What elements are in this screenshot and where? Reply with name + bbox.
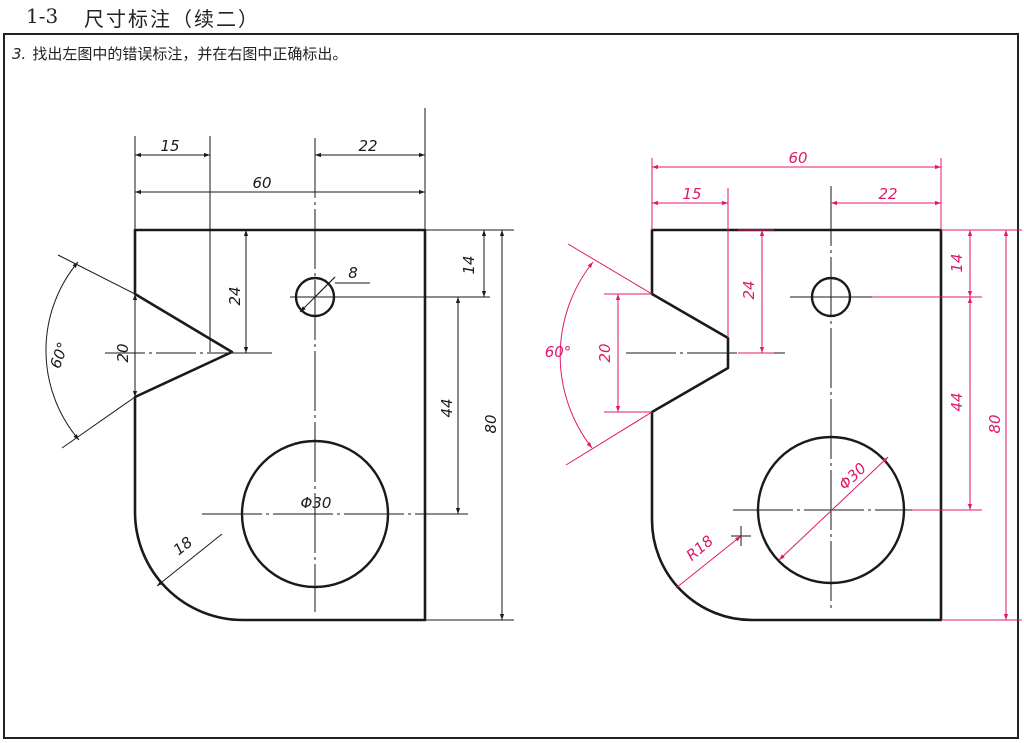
left-dim-14: 14 <box>460 255 478 274</box>
left-centerlines <box>105 138 490 612</box>
right-dim-60deg-arc <box>559 261 594 449</box>
right-dim-24: 24 <box>740 280 758 299</box>
left-dim-8: 8 <box>348 264 358 282</box>
left-dim-60: 60 <box>252 174 271 192</box>
left-dim-15: 15 <box>160 137 179 155</box>
left-dim-8-line <box>299 276 336 313</box>
left-dimension-lines <box>45 152 505 620</box>
left-dim-60deg: 60° <box>46 340 72 371</box>
question-number: 3. <box>12 45 27 63</box>
left-dim-44: 44 <box>438 398 456 417</box>
question-text: 3. 找出左图中的错误标注，并在右图中正确标出。 <box>12 43 347 64</box>
left-dim-80: 80 <box>482 414 500 433</box>
exercise-frame <box>3 33 1019 739</box>
left-outline <box>133 228 427 622</box>
left-dim-24: 24 <box>226 286 244 305</box>
left-drawing: 15 22 60 8 14 24 20 60° 44 80 Φ30 18 <box>45 108 514 622</box>
left-dim-18-line <box>156 533 223 587</box>
right-dim-60: 60 <box>788 149 807 167</box>
left-dim-60deg-arc <box>45 261 80 441</box>
left-dim-phi30: Φ30 <box>301 494 332 512</box>
right-dim-phi30-line <box>778 456 889 561</box>
right-dim-14: 14 <box>948 253 966 272</box>
right-extension-lines <box>565 158 1022 621</box>
right-dimension-texts: 60 15 22 14 24 20 60° 44 80 Φ30 R18 <box>545 149 1004 565</box>
right-drawing: 60 15 22 14 24 20 60° 44 80 Φ30 R18 <box>545 149 1022 622</box>
left-dim-18: 18 <box>170 533 196 559</box>
right-dim-60deg: 60° <box>545 343 572 361</box>
right-dim-22: 22 <box>878 185 897 203</box>
question-body: 找出左图中的错误标注，并在右图中正确标出。 <box>32 45 348 63</box>
right-dim-phi30: Φ30 <box>835 459 870 493</box>
left-extension-lines <box>57 108 514 621</box>
section-number: 1-3 <box>26 4 59 28</box>
right-dim-R18-line <box>675 535 742 589</box>
right-outline <box>650 228 943 622</box>
section-title: 尺寸标注（续二） <box>84 7 260 31</box>
left-dimension-texts: 15 22 60 8 14 24 20 60° 44 80 Φ30 18 <box>46 137 500 559</box>
left-dim-20: 20 <box>114 343 132 362</box>
right-dim-20: 20 <box>596 343 614 362</box>
right-dim-80: 80 <box>986 414 1004 433</box>
right-dim-44: 44 <box>948 392 966 411</box>
left-dim-22: 22 <box>358 137 377 155</box>
page-header: 1-3 尺寸标注（续二） <box>0 0 1024 34</box>
right-dimension-lines <box>559 164 1009 620</box>
right-dim-15: 15 <box>682 185 701 203</box>
